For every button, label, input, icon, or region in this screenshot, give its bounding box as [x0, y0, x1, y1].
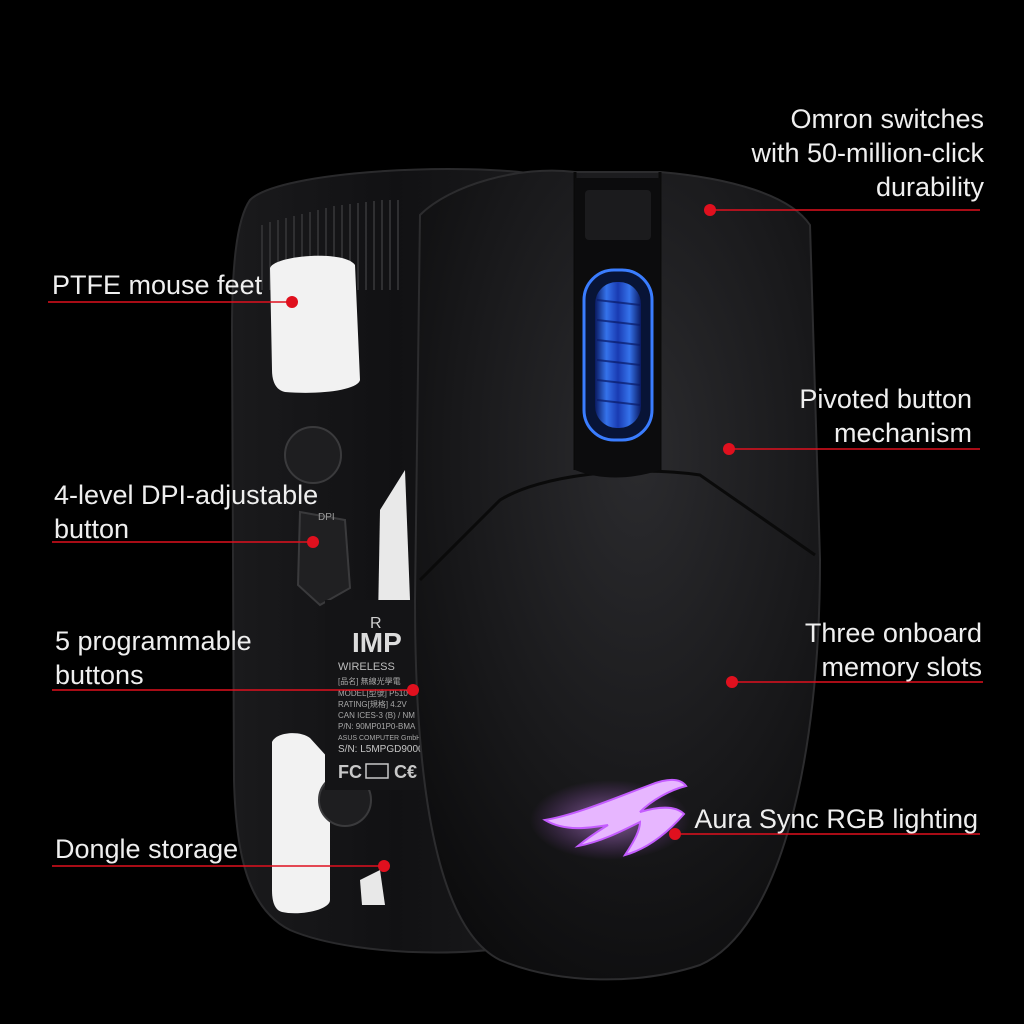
svg-text:WIRELESS: WIRELESS: [338, 661, 395, 673]
svg-text:S/N: L5MPGD9000: S/N: L5MPGD9000: [338, 744, 424, 755]
svg-text:P/N: 90MP01P0-BMA: P/N: 90MP01P0-BMA: [338, 722, 416, 731]
callout-switches-line-3: durability: [875, 172, 984, 202]
callout-aura-sync-rgb: Aura Sync RGB lighting: [694, 802, 978, 836]
callout-memory-line-1: Three onboard: [804, 618, 982, 648]
product-label: R IMP WIRELESS [品名] 無線光學電 MODEL[型號] P510…: [325, 600, 449, 790]
svg-text:CAN ICES-3 (B) / NM: CAN ICES-3 (B) / NM: [338, 711, 415, 720]
callout-dongle-line-1: Dongle storage: [55, 834, 239, 864]
callout-programmable-buttons: 5 programmable buttons: [55, 624, 252, 692]
svg-text:FC: FC: [338, 762, 362, 782]
callout-dpi-line-2: button: [54, 514, 130, 544]
callout-memory-slots: Three onboard memory slots: [805, 616, 982, 684]
callout-memory-line-2: memory slots: [821, 652, 982, 682]
callout-leaders: [48, 204, 983, 872]
dpi-label: DPI: [318, 512, 335, 523]
callout-switches-line-2: with 50-million-click: [751, 138, 984, 168]
callout-programmable-line-1: 5 programmable: [55, 626, 252, 656]
scroll-wheel: [582, 268, 654, 442]
ptfe-foot-bottom: [272, 733, 330, 914]
svg-text:IMP: IMP: [352, 627, 402, 658]
svg-text:MODEL[型號] P510: MODEL[型號] P510: [338, 688, 408, 698]
svg-text:ASUS COMPUTER GmbH HARKO: ASUS COMPUTER GmbH HARKO: [338, 735, 449, 742]
svg-text:[品名] 無線光學電: [品名] 無線光學電: [338, 676, 401, 686]
callout-programmable-line-2: buttons: [55, 660, 144, 690]
callout-ptfe-line-1: PTFE mouse feet: [52, 270, 263, 300]
callout-switches-line-1: Omron switches: [790, 104, 984, 134]
callout-dpi-button: 4-level DPI-adjustable button: [54, 478, 318, 546]
ptfe-foot-top: [270, 255, 360, 393]
callout-omron-switches: Omron switches with 50-million-click dur…: [751, 102, 984, 204]
callout-pivot-line-2: mechanism: [833, 418, 972, 448]
callout-ptfe-mouse-feet: PTFE mouse feet: [52, 268, 262, 302]
callout-dpi-line-1: 4-level DPI-adjustable: [54, 480, 319, 510]
callout-pivoted-button: Pivoted button mechanism: [799, 382, 972, 450]
dpi-button: [284, 426, 342, 484]
svg-text:R: R: [370, 615, 382, 632]
callout-rgb-line-1: Aura Sync RGB lighting: [694, 804, 978, 834]
svg-text:RATING[規格] 4.2V: RATING[規格] 4.2V: [338, 699, 407, 709]
callout-dongle-storage: Dongle storage: [55, 832, 238, 866]
mouse-top-shell: [413, 169, 822, 981]
svg-text:C€: C€: [394, 762, 417, 782]
rog-logo-icon: [530, 778, 690, 860]
callout-pivot-line-1: Pivoted button: [799, 384, 972, 414]
